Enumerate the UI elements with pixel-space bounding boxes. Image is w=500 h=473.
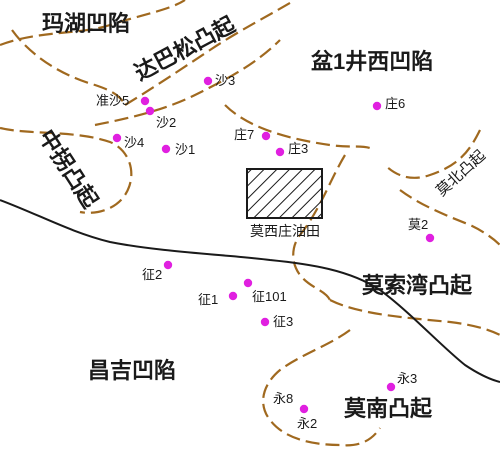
well-dot-zhuang3 [275, 147, 285, 157]
boundary-dabasong-north [124, 0, 296, 106]
structural-boundaries [0, 0, 500, 447]
well-dot-yong8 [299, 404, 309, 414]
well-label-zheng3: 征3 [273, 314, 294, 329]
well-label-yong3: 永3 [397, 371, 418, 386]
region-pen1-west-depression: 盆1井西凹陷 [311, 49, 434, 74]
well-dots [112, 76, 435, 414]
boundary-monan [262, 329, 381, 447]
region-mahu-depression: 玛湖凹陷 [42, 11, 131, 36]
boundary-mahu-inner [11, 29, 126, 106]
well-label-sha1: 沙1 [175, 142, 196, 157]
well-dot-zhuang6 [372, 101, 382, 111]
well-label-zheng1: 征1 [198, 292, 219, 307]
well-label-zheng101: 征101 [252, 289, 287, 304]
well-dot-zheng101 [243, 278, 253, 288]
boundary-mosuowan-south [329, 299, 500, 336]
well-dot-zhuang7 [261, 131, 271, 141]
boundary-center [224, 104, 371, 150]
well-dot-zheng3 [260, 317, 270, 327]
well-label-zheng2: 征2 [142, 267, 163, 282]
well-dot-sha3 [203, 76, 213, 86]
boundary-dabasong-south [94, 39, 281, 127]
well-label-yong2: 永2 [297, 416, 318, 431]
well-label-sha2: 沙2 [156, 115, 177, 130]
well-dot-zheng2 [163, 260, 173, 270]
well-dot-sha4 [112, 133, 122, 143]
oil-field-label: 莫西庄油田 [250, 223, 320, 239]
boundary-zhongguai [0, 126, 133, 214]
boundary-mahu [0, 0, 186, 47]
well-dot-sha2 [145, 106, 155, 116]
well-dot-zhunsha5 [140, 96, 150, 106]
region-changji-depression: 昌吉凹陷 [88, 358, 177, 383]
well-dot-yong3 [386, 382, 396, 392]
well-label-zhuang7: 庄7 [234, 127, 255, 142]
oil-field-hatch [246, 168, 323, 219]
boundary-mobei-east [399, 189, 500, 246]
well-label-sha3: 沙3 [215, 73, 236, 88]
well-label-sha4: 沙4 [124, 135, 145, 150]
well-dot-mo2 [425, 233, 435, 243]
well-dot-sha1 [161, 144, 171, 154]
well-label-yong8: 永8 [273, 391, 294, 406]
well-dot-zheng1 [228, 291, 238, 301]
well-label-mo2: 莫2 [408, 217, 429, 232]
well-label-zhuang6: 庄6 [385, 96, 406, 111]
region-monan-uplift: 莫南凸起 [344, 396, 433, 421]
boundary-mobei [384, 129, 481, 179]
boundary-mosuowan-west [292, 154, 346, 301]
well-label-zhuang3: 庄3 [288, 141, 309, 156]
well-label-zhunsha5: 准沙5 [96, 93, 130, 108]
region-mosuowan-uplift: 莫索湾凸起 [362, 273, 473, 298]
fault-line [0, 199, 500, 383]
